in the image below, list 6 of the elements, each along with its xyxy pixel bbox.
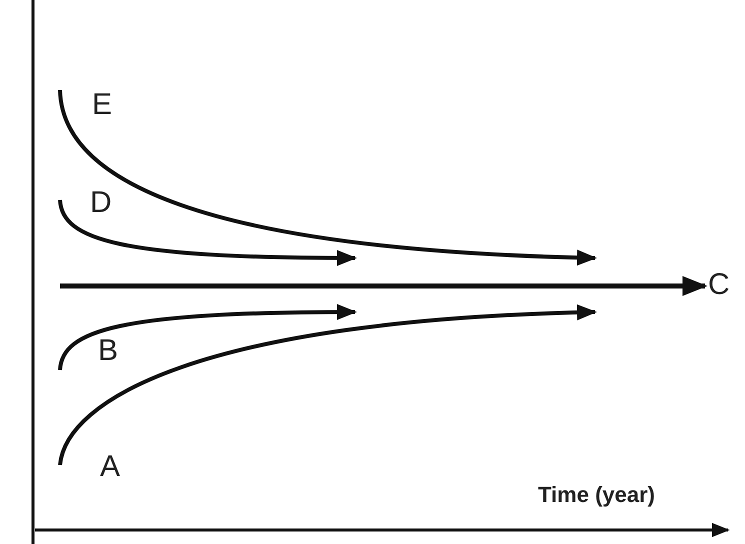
curve-letter: C xyxy=(708,270,730,300)
curve-letter: D xyxy=(90,188,112,218)
curve-letter: A xyxy=(100,452,120,482)
axis-title: Time (year) xyxy=(538,484,655,506)
curve-letter: E xyxy=(92,90,112,120)
curve-letter: B xyxy=(98,336,118,366)
